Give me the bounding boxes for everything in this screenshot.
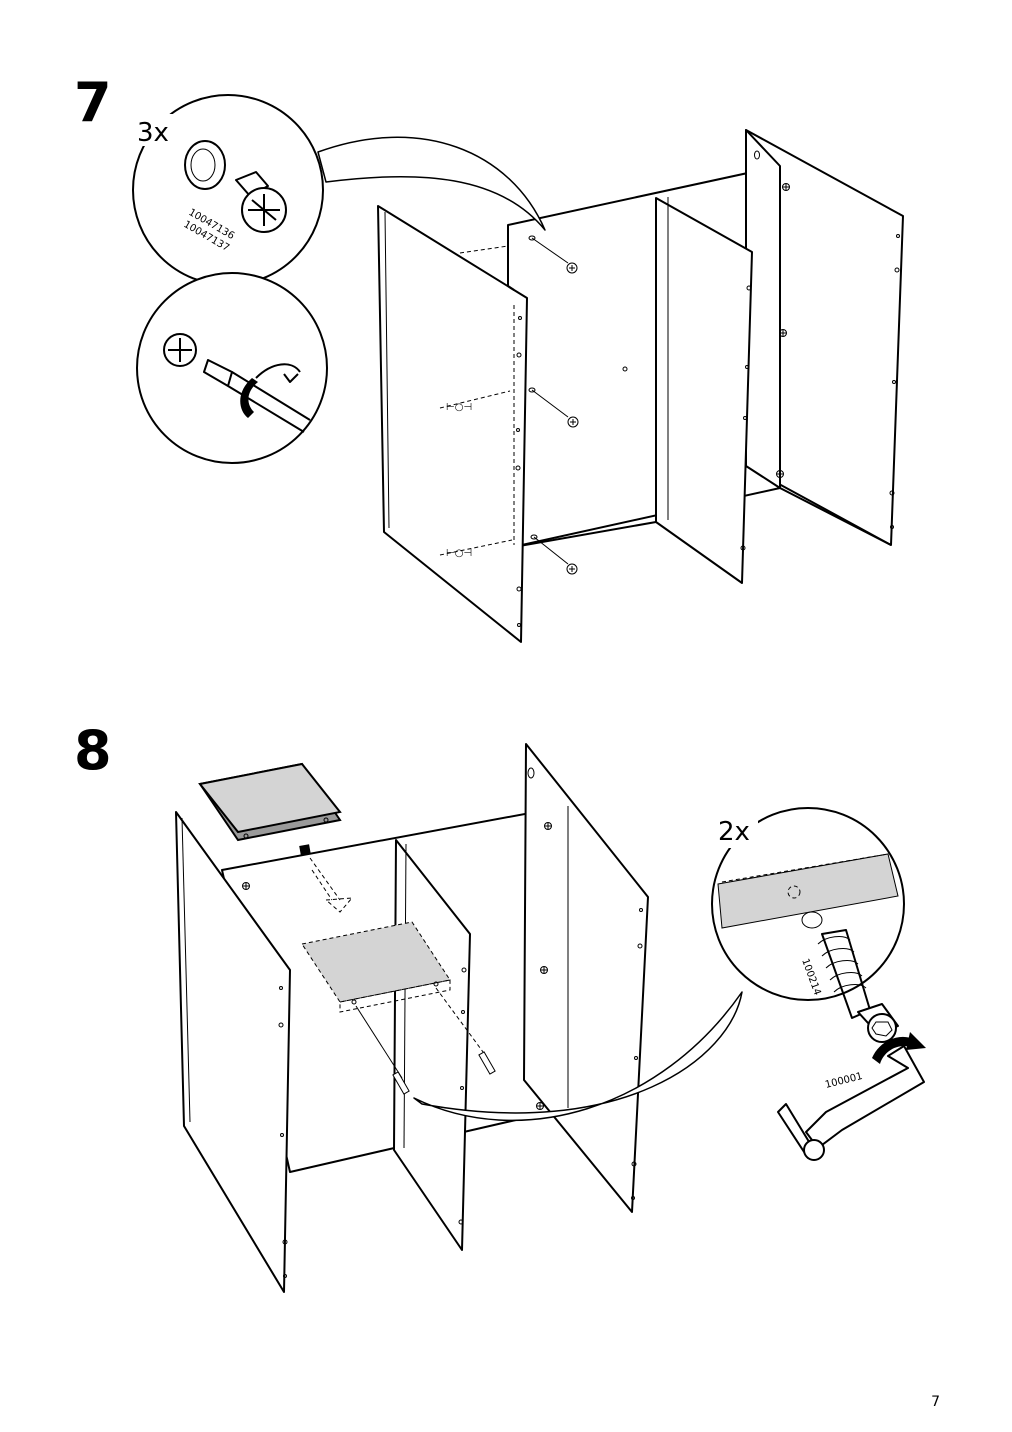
callout-screwdriver: [136, 272, 328, 464]
callout-dowel-screw: 2x 100214: [413, 807, 905, 1122]
callout-quantity-3x: 3x: [137, 118, 169, 148]
cam-lock-fitting-icon: [184, 140, 287, 233]
panel-holes: [242, 767, 643, 1278]
callout-cam-lock: 3x 10047136 10047137: [132, 94, 546, 286]
left-side-panel: [175, 811, 291, 1293]
dowel-screw-icon: [787, 885, 899, 1043]
right-side-panel: [523, 743, 649, 1213]
allen-key-icon: [777, 1032, 926, 1161]
step-8-number: 8: [74, 719, 112, 782]
middle-divider-panel: [655, 197, 753, 584]
step-8-illustration: 2x 100214: [175, 743, 926, 1293]
page-number: 7: [931, 1394, 940, 1410]
svg-text:⊢○⊣: ⊢○⊣: [446, 548, 472, 559]
svg-text:⊢○⊣: ⊢○⊣: [446, 402, 472, 413]
step-7-number: 7: [74, 71, 112, 134]
part-number-100001: 100001: [824, 1071, 864, 1091]
left-side-panel: [377, 205, 528, 643]
cam-lock-connectors: ⊢○⊣ ⊢○⊣: [439, 235, 579, 575]
callout-quantity-2x: 2x: [718, 817, 750, 847]
panel-holes: [515, 150, 900, 627]
shelf-piece: [198, 762, 342, 842]
step-7-illustration: ⊢○⊣ ⊢○⊣ 3x 10047136 10047137: [132, 94, 904, 643]
screwdriver-turn-icon: [163, 333, 311, 433]
